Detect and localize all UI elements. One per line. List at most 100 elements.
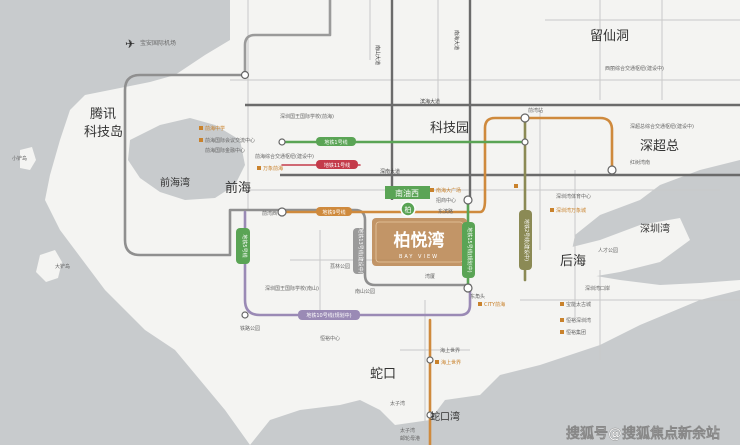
area-shenzhen-bay: 深圳湾: [640, 222, 670, 235]
label-qianwan: 前湾站: [528, 107, 543, 114]
svg-text:地铁9号线: 地铁9号线: [322, 209, 345, 216]
area-kejiyuan: 科技园: [430, 121, 469, 136]
road-shennan: 深南大道: [380, 168, 400, 175]
sea-west: [0, 0, 250, 445]
station-marker: [463, 195, 473, 205]
poi-talent-park: 人才公园: [598, 247, 618, 254]
poi-dot: [560, 330, 564, 334]
metro-line-nanshan: [243, 0, 332, 77]
xiaochan-island: [20, 147, 36, 170]
svg-text:地铁13号线(建设中): 地铁13号线(建设中): [357, 228, 364, 273]
area-tengxun: 腾讯: [90, 106, 116, 122]
project-name: 柏悦湾: [394, 230, 445, 251]
poi-shenchao-hub: 深超总综合交通枢纽(建设中): [630, 123, 694, 130]
area-dachan: 大铲岛: [55, 263, 70, 270]
station-marker: [241, 311, 249, 319]
project-block: 柏悦湾 BAY VIEW: [372, 218, 467, 266]
dachan-island: [36, 250, 62, 282]
poi-dot: [199, 126, 203, 130]
station-marker: [240, 70, 250, 80]
watermark: 搜狐号@搜狐焦点新余站: [566, 425, 720, 442]
poi-dot: [514, 184, 518, 188]
area-liuxiandong: 留仙洞: [590, 29, 629, 44]
poi-haiyue: 恒裕深圳湾: [566, 317, 591, 324]
area-keji-island: 科技岛: [84, 124, 123, 140]
poi-shekou-int-school: 深圳国王国际学校(南山): [265, 285, 319, 292]
major-roads: [245, 0, 740, 200]
station-marker: [463, 283, 473, 293]
metro-tag-11: 地铁11号线: [316, 160, 358, 169]
poi-dot: [435, 360, 439, 364]
poi-dot: [257, 166, 261, 170]
poi-xili: 西丽综合交通枢纽(建设中): [605, 65, 664, 72]
poi-shekou-tanxing: 恒裕中心: [320, 335, 340, 342]
road-nanhai: 南海大道: [453, 30, 460, 50]
poi-wanxiang: 万象前海: [263, 165, 283, 172]
project-subtitle: BAY VIEW: [399, 254, 439, 260]
metro-tag-10: 地铁10号线(规划中): [298, 310, 360, 320]
poi-city-qianhai: CITY前海: [484, 301, 505, 308]
project-logo: 柏: [400, 201, 416, 217]
airport-label: 宝安国际机场: [140, 39, 176, 47]
road-binhai: 滨海大道: [420, 98, 440, 105]
poi-youlun: 邮轮母港: [400, 435, 420, 442]
metro-tag-9: 地铁9号线: [316, 207, 352, 216]
label-wanxia: 湾厦: [425, 273, 435, 280]
metro-line-orange: [280, 116, 614, 214]
poi-qianhai-school: 前海中学: [205, 125, 225, 132]
poi-qianhai-complex: 前海综合交通枢纽(建设中): [255, 153, 314, 160]
area-qianhai-bay: 前海湾: [160, 176, 190, 189]
road-nanshan: 南山大道: [374, 45, 381, 65]
area-houhai: 后海: [560, 254, 586, 269]
poi-dot: [550, 208, 554, 212]
station-marker: [607, 165, 617, 175]
poi-hero-park: 招商中心: [436, 197, 456, 204]
poi-dot: [560, 318, 564, 322]
poi-dot: [478, 302, 482, 306]
poi-taizi: 太子湾: [390, 400, 405, 407]
poi-nanshan-square: 南海大广场: [436, 187, 461, 194]
metro-tag-5: 地铁5号线: [236, 228, 250, 264]
poi-baoneng: 宝能太古城: [566, 301, 591, 308]
station-marker: [277, 207, 287, 217]
airplane-icon: ✈: [125, 37, 135, 51]
area-xiaochan: 小铲岛: [12, 155, 27, 162]
station-marker: [426, 411, 434, 419]
poi-dots: [199, 126, 564, 364]
light-roads: [230, 0, 740, 445]
label-dongbin: 东滨路: [438, 208, 453, 215]
svg-text:地铁10号线(规划中): 地铁10号线(规划中): [306, 312, 351, 319]
area-qianhai: 前海: [225, 180, 251, 196]
poi-nanshan-park: 南山公园: [355, 288, 375, 295]
poi-xiangmi: 海上世界: [441, 359, 461, 366]
poi-hongshuwan: 红树湾南: [630, 159, 650, 166]
label-dongjiaotou: 东角头: [470, 293, 485, 300]
svg-text:地铁1号线: 地铁1号线: [324, 139, 347, 146]
poi-qianhai-int-school: 深圳国王国际学校(前海): [280, 113, 334, 120]
poi-tiantan: 铁路公园: [240, 325, 260, 332]
station-marker: [520, 113, 530, 123]
svg-text:南油西: 南油西: [395, 188, 419, 198]
station-marker: [426, 356, 434, 364]
metro-line-11: [123, 73, 472, 287]
station-marker: [278, 138, 286, 146]
sea-bay: [128, 118, 245, 200]
svg-text:地铁11号线: 地铁11号线: [324, 162, 350, 169]
metro-tag-13: 地铁13号线(建设中): [353, 228, 365, 274]
poi-dot: [560, 302, 564, 306]
poi-haishang: 海上世界: [440, 347, 460, 354]
metro-tag-1: 地铁1号线: [316, 137, 356, 146]
poi-shenzhen-bay-mall: 深圳湾万象城: [556, 207, 586, 214]
label-baoan-center: 前湾西: [262, 210, 277, 217]
station-marker: [521, 138, 529, 146]
area-shekou: 蛇口: [370, 367, 396, 382]
area-shekou-bay: 蛇口湾: [430, 410, 460, 423]
poi-taiziwan: 太子湾: [400, 427, 415, 434]
svg-text:柏: 柏: [405, 205, 412, 214]
station-nanyouxi-tag: 南油西: [385, 186, 430, 199]
area-shenchao: 深超总: [640, 139, 679, 154]
sea-south: [250, 290, 740, 445]
poi-dot: [430, 188, 434, 192]
